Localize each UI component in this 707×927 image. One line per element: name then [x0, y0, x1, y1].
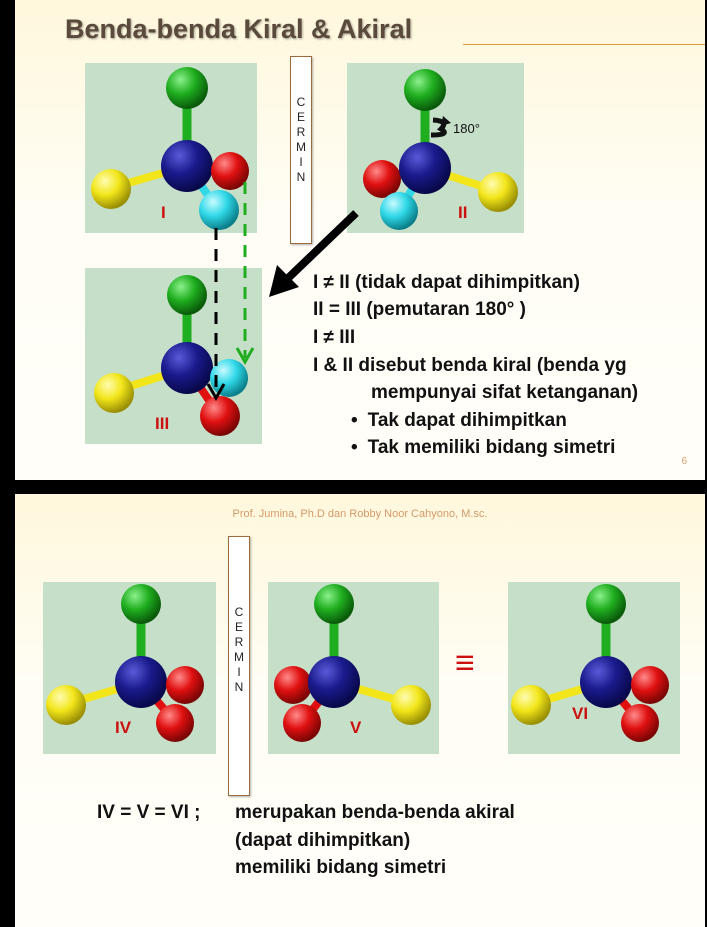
mirror-letter: C [296, 95, 306, 109]
molecule-ii-label: II [458, 203, 468, 222]
page-number: 6 [681, 456, 687, 467]
rotation-label: 180° [453, 121, 480, 136]
mirror-letter: M [234, 650, 244, 664]
statement-line: mempunyai sifat ketanganan) [371, 382, 639, 403]
molecule-v-model [274, 584, 431, 742]
molecule-ii-model [363, 69, 518, 230]
mirror-plane: C E R M I N [228, 536, 250, 796]
molecule-vi-panel: VI [508, 582, 680, 754]
mirror-letter: R [234, 635, 244, 649]
mirror-letter: C [234, 605, 244, 619]
mirror-letter: I [237, 665, 241, 679]
molecule-iii-model [94, 275, 248, 436]
molecule-i-panel: I [85, 63, 257, 233]
molecule-ii-panel: 180° II [347, 63, 524, 233]
bullet-item: Tak dapat dihimpitkan [351, 410, 567, 432]
author-credit: Prof. Jumina, Ph.D dan Robby Noor Cahyon… [232, 508, 488, 520]
arrows-overlay [206, 182, 359, 402]
molecule-v-panel: V [268, 582, 439, 754]
statement-line: I ≠ II (tidak dapat dihimpitkan) [313, 272, 580, 293]
molecule-i-model [91, 67, 249, 230]
mirror-letter: I [299, 155, 303, 169]
statement-line: (dapat dihimpitkan) [235, 830, 411, 851]
mirror-letter: E [234, 620, 243, 634]
title-underline [463, 44, 705, 45]
slide-title: Benda-benda Kiral & Akiral [65, 14, 413, 44]
statement-line: I & II disebut benda kiral (benda yg [313, 355, 627, 376]
molecule-i-label: I [161, 203, 166, 222]
equality-statement: IV = V = VI ; [97, 802, 201, 823]
mirror-letter: E [296, 110, 305, 124]
mirror-letter: N [234, 680, 244, 694]
statement-line: II = III (pemutaran 180° ) [313, 299, 526, 320]
molecule-iv-panel: IV [43, 582, 216, 754]
statement-line: memiliki bidang simetri [235, 857, 447, 878]
molecule-iii-panel: III [85, 268, 262, 444]
molecule-vi-label: VI [572, 704, 589, 723]
equivalence-symbol: ≡ [455, 644, 475, 682]
molecule-iv-model [46, 584, 204, 742]
mirror-letter: M [296, 140, 306, 154]
molecule-vi-model [511, 584, 669, 742]
mirror-letter: N [296, 170, 306, 184]
rotation-arrow [280, 210, 359, 286]
molecule-iv-label: IV [115, 718, 132, 737]
slide-2: Prof. Jumina, Ph.D dan Robby Noor Cahyon… [15, 494, 705, 927]
bullet-item: Tak memiliki bidang simetri [351, 437, 616, 459]
slide-1: Benda-benda Kiral & Akiral I C E R M I N [15, 0, 705, 480]
molecule-iii-label: III [155, 414, 170, 433]
mirror-letter: R [296, 125, 306, 139]
mirror-plane: C E R M I N [290, 56, 312, 244]
molecule-v-label: V [350, 718, 362, 737]
statement-line: I ≠ III [313, 327, 356, 348]
statement-line: merupakan benda-benda akiral [235, 802, 515, 823]
